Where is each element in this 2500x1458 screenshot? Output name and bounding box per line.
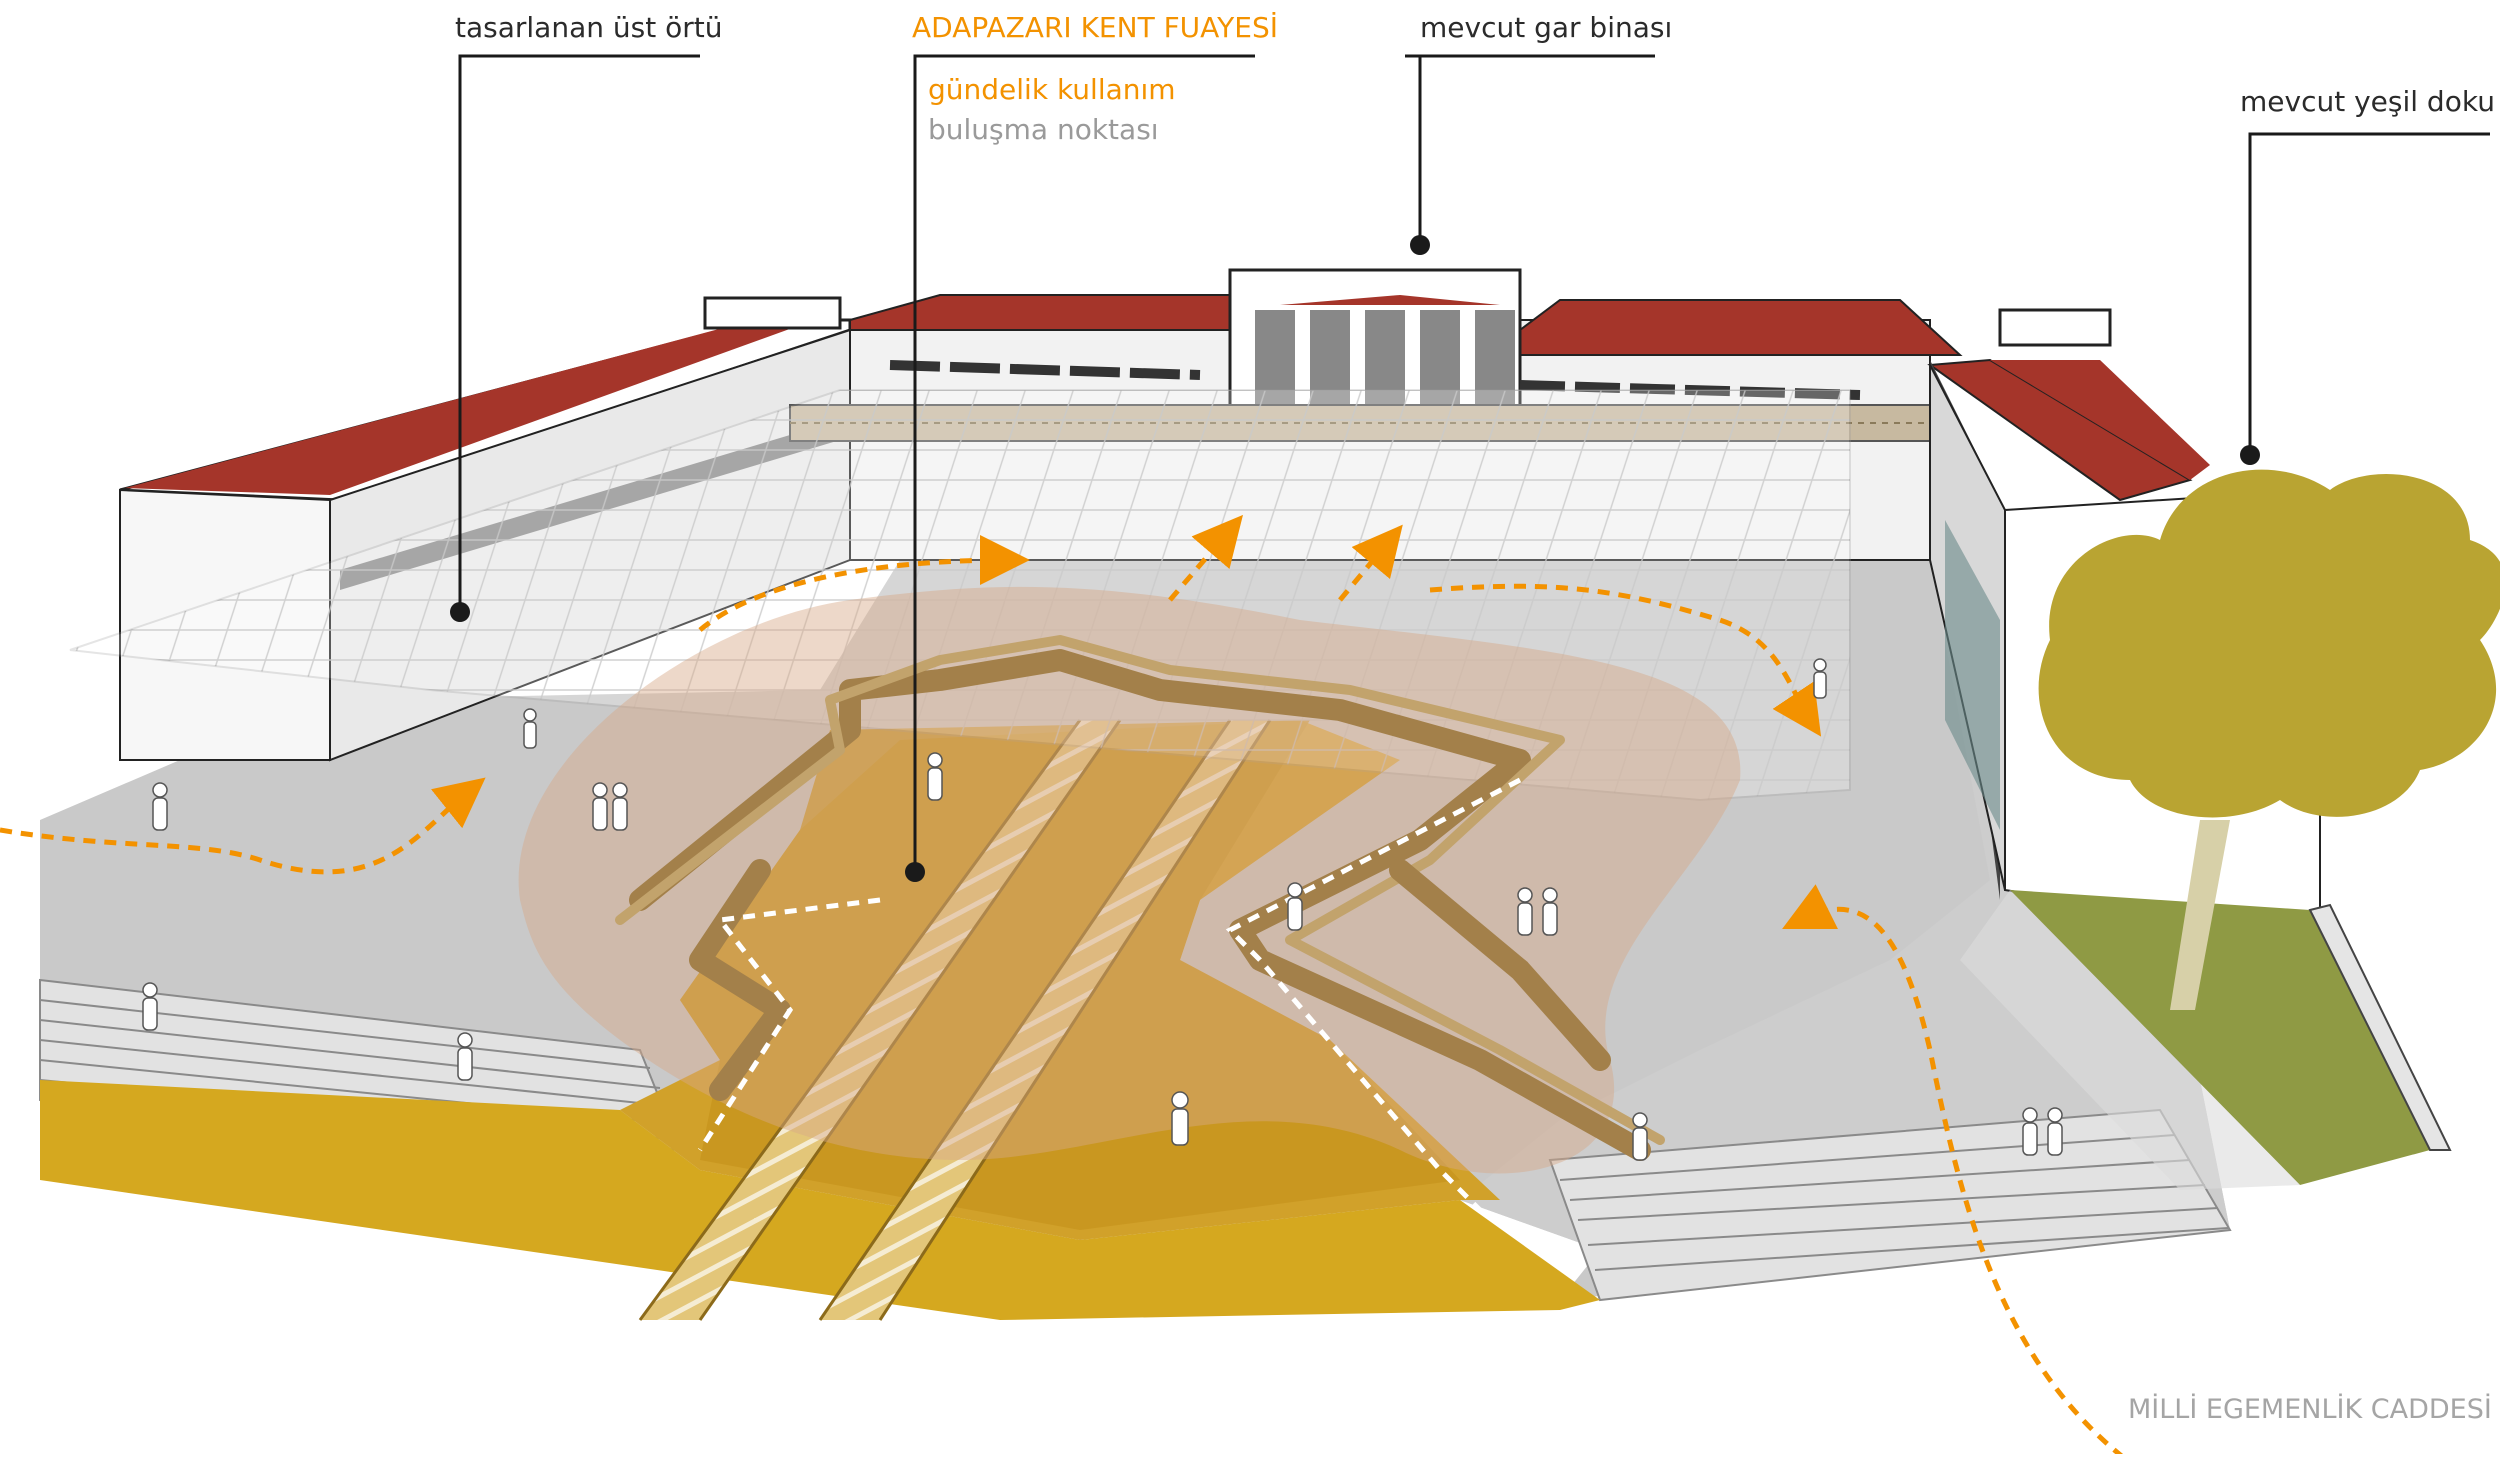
person-silhouette-icon xyxy=(2047,1107,2063,1156)
label-street: MİLLİ EGEMENLİK CADDESİ xyxy=(2128,1394,2492,1425)
person-silhouette-icon xyxy=(1517,887,1533,936)
person-silhouette-icon xyxy=(1171,1091,1189,1146)
leader-dots xyxy=(450,235,2260,882)
person-silhouette-icon xyxy=(592,782,608,831)
person-silhouette-icon xyxy=(1542,887,1558,936)
leader-lines xyxy=(458,54,2490,870)
person-silhouette-icon xyxy=(457,1032,473,1081)
right-steps xyxy=(1548,1108,2232,1302)
person-silhouette-icon xyxy=(612,782,628,831)
railway-tracks xyxy=(638,719,1272,1321)
label-station: mevcut gar binası xyxy=(1420,11,1673,44)
person-silhouette-icon xyxy=(2022,1107,2038,1156)
label-daily-use: gündelik kullanım xyxy=(928,73,1176,106)
label-meeting-point: buluşma noktası xyxy=(928,113,1159,146)
label-green: mevcut yeşil doku xyxy=(2240,85,2495,118)
person-silhouette-icon xyxy=(1287,882,1303,931)
green-lawn xyxy=(1960,890,2452,1190)
circulation-routes xyxy=(0,514,2129,1458)
person-silhouette-icon xyxy=(142,982,158,1031)
person-silhouette-icon xyxy=(1632,1112,1648,1161)
tree-icon xyxy=(2038,469,2500,1010)
glass-canopy xyxy=(69,389,1851,802)
person-silhouette-icon xyxy=(1813,658,1827,699)
label-roof: tasarlanan üst örtü xyxy=(455,11,723,44)
person-silhouette-icon xyxy=(927,752,943,801)
person-silhouette-icon xyxy=(523,708,537,749)
person-silhouette-icon xyxy=(152,782,168,831)
people-silhouettes xyxy=(142,658,2063,1161)
label-foyer-title: ADAPAZARI KENT FUAYESİ xyxy=(912,11,1278,44)
